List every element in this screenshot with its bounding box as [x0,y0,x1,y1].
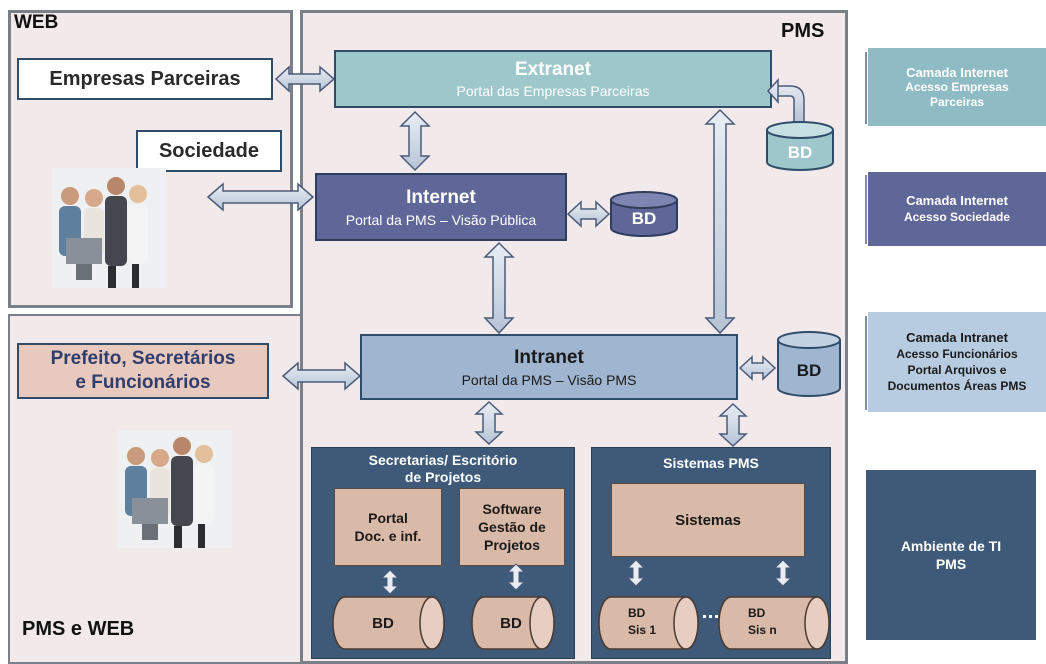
legend4-line1: Ambiente de TI [900,538,1002,554]
bd-sisn-cylinder [718,596,830,650]
bd-software-label: BD [500,615,522,632]
legend3-line2: Acesso Funcionários [896,347,1018,361]
sociedade-box: Sociedade [136,130,282,172]
legend3-line4: Documentos Áreas PMS [887,379,1027,393]
bd-sisn-label-1: BD [748,606,766,620]
internet-title: Internet [406,186,476,208]
legend-camada-intranet: Camada Intranet Acesso Funcionários Port… [868,312,1046,412]
bd-sisn-label-2: Sis n [748,623,777,637]
arrow-intranet-bd [738,355,777,381]
arrow-intranet-secretarias [474,400,504,446]
prefeito-line2: e Funcionários [75,372,211,393]
arrow-portal-bd [380,569,400,595]
internet-box: Internet Portal da PMS – Visão Pública [315,173,567,241]
portal-doc-line2: Doc. e inf. [354,528,422,544]
prefeito-line1: Prefeito, Secretários [50,348,236,369]
bd-intranet-label: BD [797,361,822,380]
arrow-software-bd [506,563,526,591]
arrow-extranet-intranet [704,108,736,335]
staff-photo [118,430,232,548]
bd-extranet-label: BD [788,143,813,162]
legend1-title: Camada Internet [906,64,1008,80]
legend2-line2: Acesso Sociedade [903,210,1011,224]
ellipsis-dots [703,615,718,618]
intranet-title: Intranet [514,346,584,368]
empresas-parceiras-box: Empresas Parceiras [17,58,273,100]
bd-internet-label: BD [632,209,657,228]
bd-extranet-cylinder [766,121,834,171]
legend1-line3: Parceiras [929,94,985,109]
sistemas-inner-box: Sistemas [611,483,805,557]
pms-region-title: PMS [781,20,825,42]
bd-sis1-label-2: Sis 1 [628,623,656,637]
intranet-subtitle: Portal da PMS – Visão PMS [461,371,637,388]
extranet-title: Extranet [514,59,592,80]
arrow-intranet-sistemas [718,402,748,448]
legend2-title: Camada Internet [906,193,1008,208]
extranet-subtitle: Portal das Empresas Parceiras [456,83,650,99]
legend4-line2: PMS [935,556,967,572]
sistemas-title: Sistemas PMS [663,455,759,471]
extranet-box: Extranet Portal das Empresas Parceiras [334,50,772,108]
arrow-internet-intranet [483,241,515,335]
legend3-line3: Portal Arquivos e [907,363,1007,377]
legend-camada-internet-empresas: Camada Internet Acesso Empresas Parceira… [868,48,1046,126]
secretarias-title-line2: de Projetos [404,469,482,485]
software-line2: Gestão de [478,519,546,535]
secretarias-title: Secretarias/ Escritório de Projetos [311,452,575,486]
arrow-empresas-extranet [274,65,336,93]
prefeito-box: Prefeito, Secretários e Funcionários [17,343,269,399]
secretarias-title-line1: Secretarias/ Escritório [368,452,518,468]
software-gestao-box: Software Gestão de Projetos [459,488,565,566]
web-region-title: WEB [14,12,59,33]
bd-portal-label: BD [372,615,394,632]
pms-web-region-title: PMS e WEB [22,618,135,640]
bd-sis1-cylinder [598,596,699,650]
internet-subtitle: Portal da PMS – Visão Pública [345,211,537,228]
portal-doc-line1: Portal [368,510,408,526]
bd-internet-cylinder [610,191,678,237]
legend-camada-internet-sociedade: Camada Internet Acesso Sociedade [868,172,1046,246]
arrow-internet-bd [566,200,611,228]
arrow-prefeito-intranet [281,361,362,391]
arrow-sociedade-internet [206,182,315,212]
legend3-title: Camada Intranet [906,330,1008,345]
legend-ambiente-ti: Ambiente de TI PMS [866,470,1036,640]
people-photo [52,168,166,288]
arrow-sistemas-bd1 [626,559,646,587]
bd-software-cylinder [471,596,555,650]
portal-doc-box: Portal Doc. e inf. [334,488,442,566]
bd-portal-cylinder [332,596,445,650]
arrow-extranet-internet [399,110,431,172]
software-line3: Projetos [483,537,540,553]
bd-sis1-label-1: BD [628,606,646,620]
legend1-line2: Acesso Empresas [905,79,1009,94]
arrow-extranet-bd-curve [766,78,805,123]
intranet-box: Intranet Portal da PMS – Visão PMS [360,334,738,400]
software-line1: Software [482,501,542,517]
bd-intranet-cylinder [777,331,841,397]
arrow-sistemas-bdn [773,559,793,587]
